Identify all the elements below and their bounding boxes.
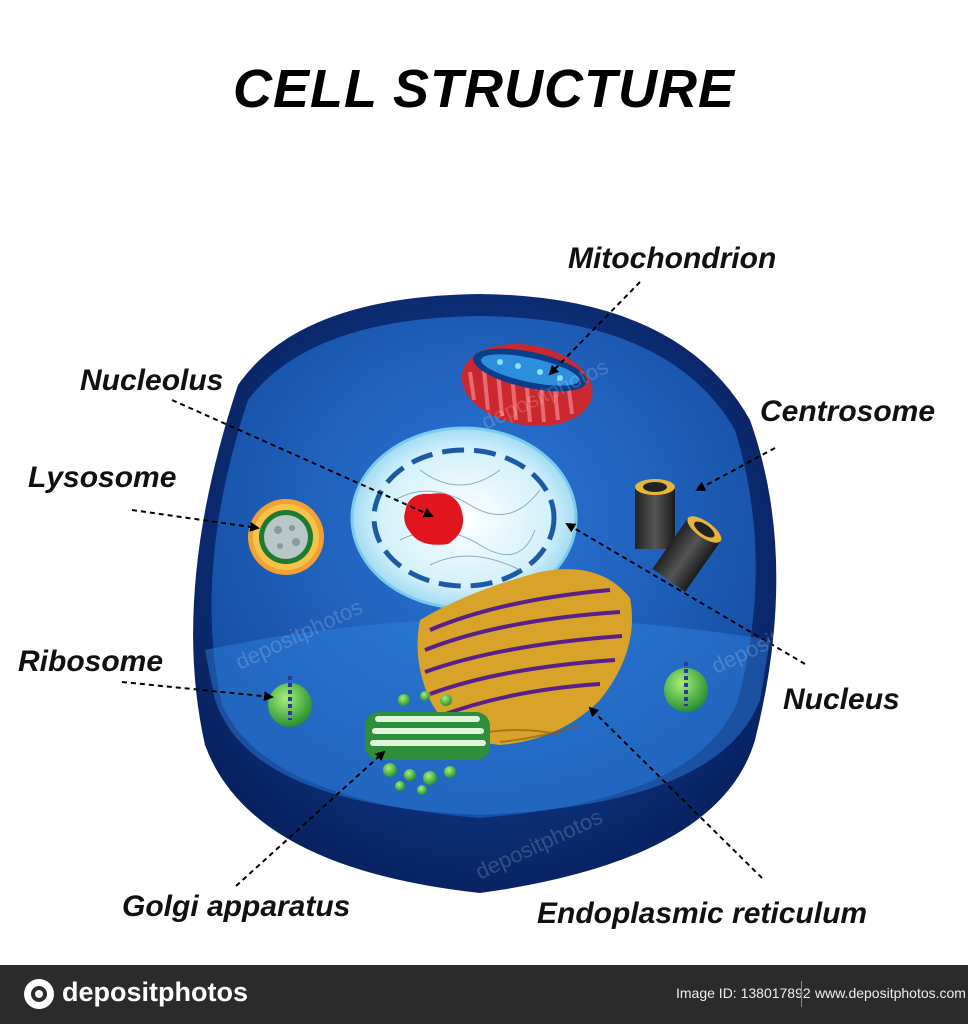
label-nucleus: Nucleus: [783, 683, 900, 716]
label-golgi-apparatus: Golgi apparatus: [122, 890, 351, 923]
leader-golgi: [235, 750, 386, 887]
ribosome-organelle-left: [268, 676, 312, 727]
label-endoplasmic-reticulum: Endoplasmic reticulum: [537, 897, 868, 930]
lysosome-organelle: [248, 499, 324, 575]
page-title: CELL STRUCTURE: [232, 59, 735, 119]
label-ribosome: Ribosome: [18, 645, 164, 678]
label-lysosome: Lysosome: [28, 461, 177, 494]
leader-ribosome: [121, 681, 274, 702]
leader-centrosome: [695, 447, 776, 491]
label-mitochondrion: Mitochondrion: [568, 242, 777, 275]
footer-bar: depositphotos Image ID: 138017892 www.de…: [0, 965, 968, 1024]
cell-diagram: depositphotos depositphotos depositphoto…: [18, 59, 936, 930]
er-organelle: [417, 569, 632, 745]
footer-separator: [801, 981, 802, 1007]
leader-nucleolus: [171, 399, 434, 518]
leader-nucleus: [565, 522, 806, 665]
leader-lines: [121, 281, 806, 887]
mitochondrion-organelle: [461, 343, 593, 427]
label-centrosome: Centrosome: [760, 395, 936, 428]
depositphotos-logo-icon: [24, 979, 54, 1009]
watermark-text: depositphotos: [232, 194, 367, 275]
site-link[interactable]: www.depositphotos.com: [815, 985, 966, 1001]
golgi-organelle: [365, 691, 490, 795]
cell-illustration: depositphotos depositphotos depositphoto…: [121, 194, 806, 893]
brand-name[interactable]: depositphotos: [62, 977, 248, 1007]
image-id: Image ID: 138017892: [676, 985, 811, 1001]
leader-er: [588, 706, 763, 879]
leader-lysosome: [131, 509, 260, 532]
centrosome-organelle: [635, 479, 722, 592]
label-nucleolus: Nucleolus: [80, 364, 224, 397]
leader-mitochondrion: [548, 281, 641, 376]
ribosome-organelle-right: [664, 662, 708, 712]
